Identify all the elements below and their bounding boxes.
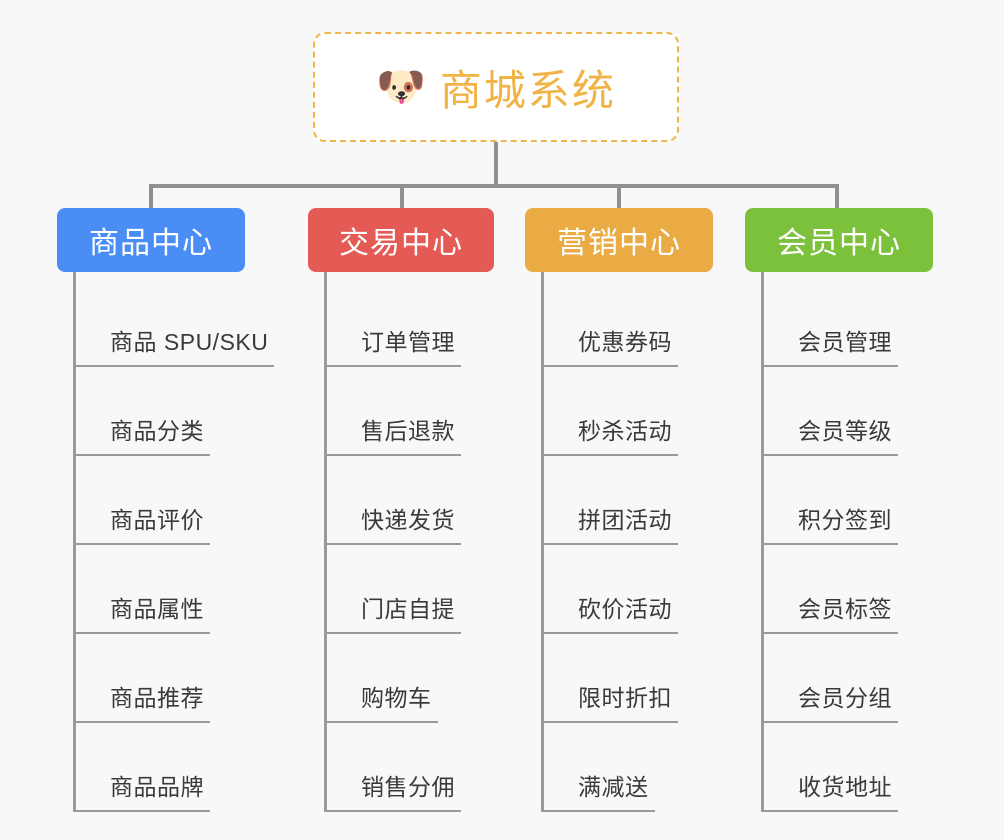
list-item[interactable]: 限时折扣 xyxy=(541,634,713,723)
leaf-underline xyxy=(73,543,210,545)
connector-horizontal-bus xyxy=(149,184,839,188)
leaf-underline xyxy=(73,365,275,367)
list-item[interactable]: 会员分组 xyxy=(761,634,933,723)
root-node-shopping-mall-system[interactable]: 🐶 商城系统 xyxy=(313,32,679,142)
list-item[interactable]: 购物车 xyxy=(324,634,494,723)
leaf-label: 限时折扣 xyxy=(578,685,672,711)
leaf-underline xyxy=(324,721,438,723)
list-item[interactable]: 门店自提 xyxy=(324,545,494,634)
category-box-marketing-center[interactable]: 营销中心 xyxy=(525,208,713,272)
leaf-label: 订单管理 xyxy=(361,329,455,355)
leaf-underline xyxy=(73,454,210,456)
connector-drop-trade-center xyxy=(400,184,404,210)
leaf-underline xyxy=(541,454,678,456)
list-item[interactable]: 售后退款 xyxy=(324,367,494,456)
category-box-member-center[interactable]: 会员中心 xyxy=(745,208,933,272)
branch-marketing-center: 营销中心 优惠券码 秒杀活动 拼团活动 xyxy=(525,208,713,812)
leaf-underline xyxy=(73,632,210,634)
leaf-list-member-center: 会员管理 会员等级 积分签到 会员标签 xyxy=(761,272,933,812)
leaf-underline xyxy=(761,632,898,634)
leaf-label: 购物车 xyxy=(361,685,432,711)
leaf-underline xyxy=(761,810,898,812)
leaf-label: 售后退款 xyxy=(361,418,455,444)
leaf-underline xyxy=(541,365,678,367)
list-item[interactable]: 商品 SPU/SKU xyxy=(73,278,275,367)
leaf-label: 商品分类 xyxy=(110,418,204,444)
leaf-label: 销售分佣 xyxy=(361,774,455,800)
leaf-label: 砍价活动 xyxy=(578,596,672,622)
branch-product-center: 商品中心 商品 SPU/SKU 商品分类 商品评价 xyxy=(57,208,275,812)
branch-trade-center: 交易中心 订单管理 售后退款 快递发货 xyxy=(308,208,494,812)
list-item[interactable]: 商品属性 xyxy=(73,545,245,634)
leaf-label: 会员标签 xyxy=(798,596,892,622)
connector-drop-member-center xyxy=(835,184,839,210)
leaf-label: 满减送 xyxy=(578,774,649,800)
category-box-product-center[interactable]: 商品中心 xyxy=(57,208,245,272)
connector-drop-product-center xyxy=(149,184,153,210)
list-item[interactable]: 商品分类 xyxy=(73,367,245,456)
list-item[interactable]: 优惠券码 xyxy=(541,278,713,367)
root-node-label: 商城系统 xyxy=(439,66,616,114)
leaf-list-trade-center: 订单管理 售后退款 快递发货 门店自提 xyxy=(324,272,494,812)
leaf-label: 商品属性 xyxy=(110,596,204,622)
leaf-label: 会员分组 xyxy=(798,685,892,711)
leaf-underline xyxy=(541,632,678,634)
leaf-label: 优惠券码 xyxy=(578,329,672,355)
category-label: 会员中心 xyxy=(777,227,901,260)
leaf-label: 拼团活动 xyxy=(578,507,672,533)
leaf-label: 商品 SPU/SKU xyxy=(110,329,269,355)
list-item[interactable]: 收货地址 xyxy=(761,723,933,812)
leaf-underline xyxy=(761,543,898,545)
list-item[interactable]: 拼团活动 xyxy=(541,456,713,545)
leaf-label: 门店自提 xyxy=(361,596,455,622)
leaf-underline xyxy=(541,721,678,723)
leaf-underline xyxy=(761,365,898,367)
leaf-underline xyxy=(324,543,461,545)
leaf-underline xyxy=(541,543,678,545)
leaf-label: 积分签到 xyxy=(798,507,892,533)
leaf-underline xyxy=(324,810,461,812)
list-item[interactable]: 商品品牌 xyxy=(73,723,245,812)
leaf-underline xyxy=(324,365,461,367)
category-label: 商品中心 xyxy=(89,227,213,260)
leaf-underline xyxy=(761,721,898,723)
leaf-label: 秒杀活动 xyxy=(578,418,672,444)
leaf-underline xyxy=(541,810,655,812)
leaf-label: 会员等级 xyxy=(798,418,892,444)
category-label: 交易中心 xyxy=(339,227,463,260)
leaf-label: 商品品牌 xyxy=(110,774,204,800)
branch-member-center: 会员中心 会员管理 会员等级 积分签到 xyxy=(745,208,933,812)
connector-drop-marketing-center xyxy=(617,184,621,210)
list-item[interactable]: 会员管理 xyxy=(761,278,933,367)
list-item[interactable]: 商品评价 xyxy=(73,456,245,545)
leaf-underline xyxy=(324,632,461,634)
leaf-list-product-center: 商品 SPU/SKU 商品分类 商品评价 商品属性 xyxy=(73,272,275,812)
list-item[interactable]: 会员等级 xyxy=(761,367,933,456)
leaf-list-marketing-center: 优惠券码 秒杀活动 拼团活动 砍价活动 xyxy=(541,272,713,812)
list-item[interactable]: 销售分佣 xyxy=(324,723,494,812)
leaf-underline xyxy=(324,454,461,456)
list-item[interactable]: 订单管理 xyxy=(324,278,494,367)
leaf-label: 收货地址 xyxy=(798,774,892,800)
connector-root-stem xyxy=(494,142,498,186)
list-item[interactable]: 会员标签 xyxy=(761,545,933,634)
list-item[interactable]: 砍价活动 xyxy=(541,545,713,634)
list-item[interactable]: 积分签到 xyxy=(761,456,933,545)
leaf-underline xyxy=(73,721,210,723)
leaf-label: 会员管理 xyxy=(798,329,892,355)
leaf-label: 快递发货 xyxy=(361,507,455,533)
list-item[interactable]: 满减送 xyxy=(541,723,713,812)
list-item[interactable]: 秒杀活动 xyxy=(541,367,713,456)
list-item[interactable]: 商品推荐 xyxy=(73,634,245,723)
leaf-underline xyxy=(73,810,210,812)
list-item[interactable]: 快递发货 xyxy=(324,456,494,545)
leaf-label: 商品评价 xyxy=(110,507,204,533)
shiba-dog-face-icon: 🐶 xyxy=(376,65,426,109)
category-box-trade-center[interactable]: 交易中心 xyxy=(308,208,494,272)
leaf-underline xyxy=(761,454,898,456)
category-label: 营销中心 xyxy=(557,227,681,260)
leaf-label: 商品推荐 xyxy=(110,685,204,711)
